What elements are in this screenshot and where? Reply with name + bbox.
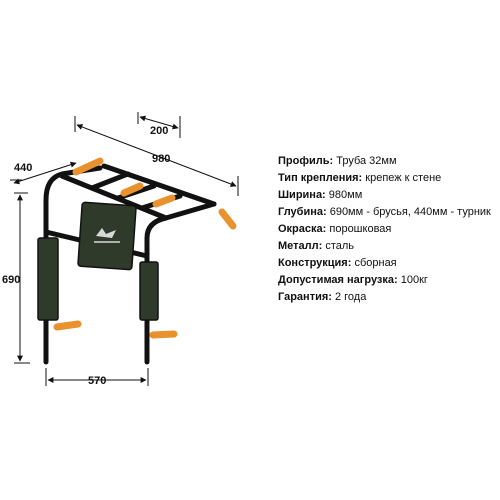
right-elbow-pad (139, 261, 159, 321)
grip-top-left (72, 157, 104, 176)
spec-row: Гарантия: 2 года (278, 289, 498, 306)
grip-bottom-right (149, 330, 178, 339)
spec-label: Тип крепления: (278, 172, 363, 184)
dimension-lines (10, 112, 239, 386)
spec-row: Ширина: 980мм (278, 187, 498, 204)
spec-row: Металл: сталь (278, 238, 498, 255)
spec-label: Глубина: (278, 206, 327, 218)
spec-label: Металл: (278, 240, 323, 252)
spec-row: Окраска: порошковая (278, 221, 498, 238)
spec-value: 690мм - брусья, 440мм - турник (329, 206, 491, 218)
back-pad (77, 201, 137, 271)
spec-row: Тип крепления: крепеж к стене (278, 170, 498, 187)
logo-mark (96, 228, 116, 238)
spec-value: 980мм (328, 189, 363, 201)
spec-row: Глубина: 690мм - брусья, 440мм - турник (278, 204, 498, 221)
grip-bottom-left (53, 320, 82, 331)
grip-rung (120, 182, 144, 197)
left-elbow-pad (37, 237, 59, 321)
spec-row: Допустимая нагрузка: 100кг (278, 272, 498, 289)
spec-value: 2 года (334, 291, 367, 303)
dim-line-980 (76, 124, 237, 187)
spec-value: 100кг (400, 274, 428, 286)
front-crossbar (59, 173, 169, 221)
spec-value: порошковая (329, 223, 392, 235)
spec-value: Труба 32мм (336, 155, 397, 167)
spec-row: Конструкция: сборная (278, 255, 498, 272)
dim-label-980: 980 (152, 153, 170, 165)
spec-label: Конструкция: (278, 257, 352, 269)
grip-rung-2 (152, 194, 176, 208)
spec-label: Допустимая нагрузка: (278, 274, 398, 286)
spec-value: крепеж к стене (365, 172, 442, 184)
spec-label: Ширина: (278, 189, 326, 201)
spec-label: Гарантия: (278, 291, 332, 303)
spec-label: Профиль: (278, 155, 334, 167)
grips (53, 157, 237, 339)
dim-line-440 (13, 161, 77, 185)
dim-label-690: 690 (2, 274, 20, 286)
dim-label-440: 440 (14, 162, 32, 174)
dim-label-570: 570 (88, 375, 106, 387)
spec-value: сталь (325, 240, 355, 252)
spec-label: Окраска: (278, 223, 327, 235)
spec-value: сборная (354, 257, 397, 269)
back-crossbar (101, 163, 217, 207)
spec-row: Профиль: Труба 32мм (278, 153, 498, 170)
dim-label-200: 200 (150, 125, 168, 137)
grip-top-right (218, 208, 237, 230)
